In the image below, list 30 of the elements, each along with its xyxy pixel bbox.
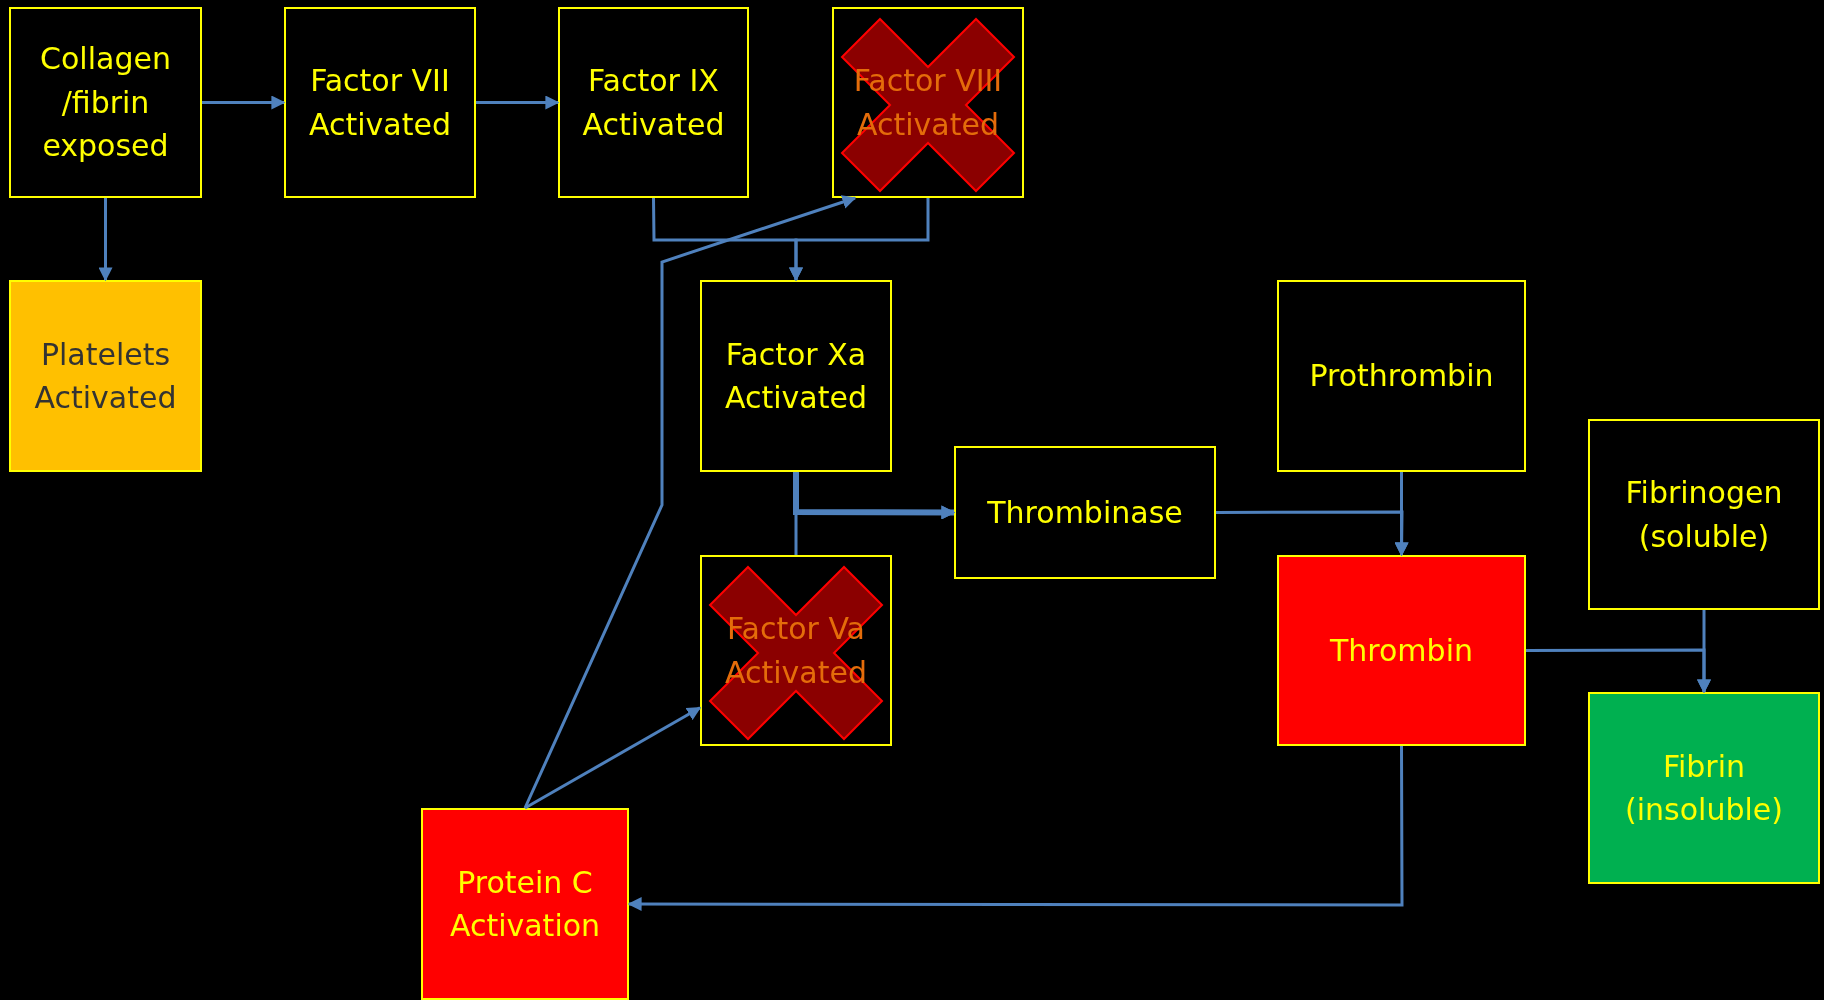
process-box [421,808,629,1000]
process-box [1588,419,1820,610]
arrow [789,198,930,282]
process-box [9,7,202,198]
inhibited-box [700,555,892,746]
process-box [700,280,892,472]
node-label: Factor Xa Activated [724,335,868,417]
arrow [524,706,702,810]
process-box [1588,692,1820,884]
inhibited-box [832,7,1024,198]
arrow [476,95,560,110]
node-label: Protein C Activation [448,863,602,945]
process-box [558,7,749,198]
process-box [1277,555,1526,746]
process-box [9,280,202,472]
process-box [1277,280,1526,472]
process-box [284,7,476,198]
node-label: Fibrinogen (soluble) [1624,474,1784,556]
arrow [202,95,286,110]
arrow [1697,610,1711,694]
node-label: Factor IX Activated [581,62,726,144]
node-label: Thrombinase [987,493,1183,532]
node-label: Fibrin (insoluble) [1624,747,1784,829]
node-label: Thrombin [1330,631,1473,670]
node-label: Platelets Activated [33,335,178,417]
node-label: Prothrombin [1309,357,1494,396]
node-label: Collagen /fibrin exposed [39,40,172,166]
node-label: Factor VII Activated [308,62,452,144]
arrow [98,198,113,282]
process-box [954,446,1216,579]
